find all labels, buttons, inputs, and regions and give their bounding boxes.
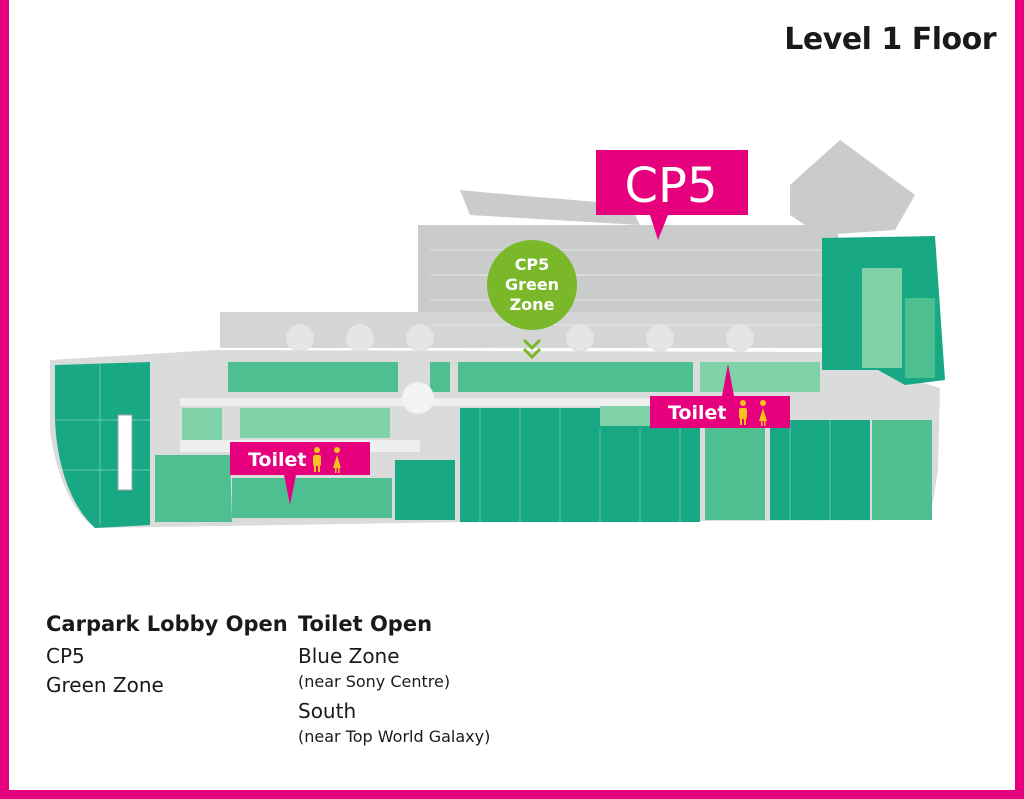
legend-carpark-item: Green Zone (46, 673, 164, 697)
legend-carpark: Carpark Lobby Open CP5 Green Zone (46, 612, 288, 700)
legend-toilet-zone: Blue Zone (298, 644, 400, 668)
legend-carpark-item: CP5 (46, 644, 85, 668)
toilet-callout-left-label: Toilet (248, 449, 306, 471)
toilet-callout-right[interactable]: Toilet (650, 364, 790, 428)
carpark-area (220, 140, 915, 352)
toilet-callout-left[interactable]: Toilet (230, 442, 370, 505)
floor-title: Level 1 Floor (784, 22, 996, 57)
green-zone-line-3: Zone (510, 295, 555, 314)
toilet-icon (313, 447, 341, 473)
green-zone-marker[interactable]: CP5 Green Zone (487, 240, 577, 360)
legend-toilet: Toilet Open Blue Zone (near Sony Centre)… (298, 612, 490, 752)
legend-toilet-note: (near Sony Centre) (298, 672, 451, 691)
cp5-callout-label: CP5 (625, 158, 718, 214)
cp5-callout[interactable]: CP5 (596, 150, 748, 240)
floor-map[interactable]: CP5 CP5 Green Zone Toilet Toilet (0, 0, 1024, 600)
legend-toilet-note: (near Top World Galaxy) (298, 727, 491, 746)
green-zone-line-1: CP5 (515, 255, 550, 274)
green-zone-line-2: Green (505, 275, 559, 294)
toilet-icon (739, 400, 767, 426)
legend-carpark-heading: Carpark Lobby Open (46, 612, 288, 636)
toilet-callout-right-label: Toilet (668, 402, 726, 424)
legend-toilet-zone: South (298, 699, 357, 723)
legend-toilet-heading: Toilet Open (298, 612, 433, 636)
chevron-down-icon (522, 338, 542, 360)
